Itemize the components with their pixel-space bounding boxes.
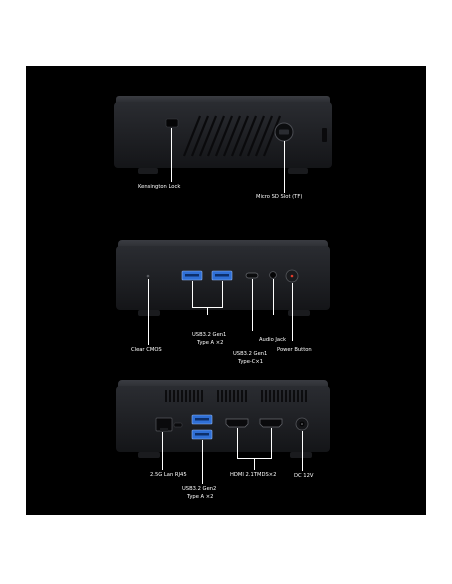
- hdmi-port-label: HDMI 2.1TMDS×2: [230, 472, 277, 478]
- hdmi-port-1: [225, 418, 249, 428]
- usb-a-rear-label-line1: USB3.2 Gen2: [182, 486, 217, 492]
- microsd-slot-label: Micro SD Slot (TF): [256, 194, 303, 200]
- usb-a-front-label-line2: Type A ×2: [197, 340, 224, 346]
- device-side-view: [114, 96, 332, 174]
- device-front-view: [116, 240, 330, 316]
- audio-jack-label: Audio Jack: [259, 337, 286, 343]
- usb-a-rear-label-line2: Type A ×2: [187, 494, 214, 500]
- lan-port-label: 2.5G Lan RJ45: [150, 472, 187, 478]
- usb-c-label-line1: USB3.2 Gen1: [233, 351, 268, 357]
- usb-a-front-label-line1: USB3.2 Gen1: [192, 332, 227, 338]
- rear-vent-grille: [165, 390, 307, 402]
- clear-cmos-hole: [146, 274, 150, 278]
- kensington-lock-label: Kensington Lock: [138, 184, 181, 190]
- kensington-lock-slot: [165, 118, 179, 128]
- usb-c-label-line2: Type-C×1: [238, 359, 264, 365]
- hdmi-port-2: [259, 418, 283, 428]
- device-rear-view: [116, 380, 330, 458]
- side-vent-grille: [182, 115, 282, 157]
- audio-jack-port: [269, 271, 277, 279]
- product-photo-panel: Kensington Lock Micro SD Slot (TF) Clear…: [26, 66, 426, 515]
- dc-jack-label: DC 12V: [294, 473, 314, 479]
- clear-cmos-label: Clear CMOS: [131, 347, 162, 353]
- power-button-label: Power Button: [277, 347, 312, 353]
- usb-c-port: [245, 272, 259, 279]
